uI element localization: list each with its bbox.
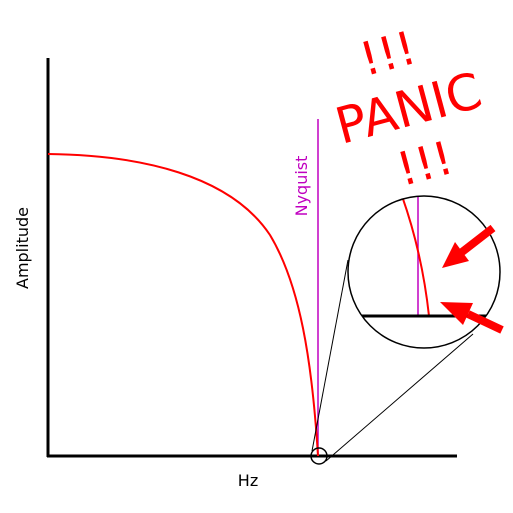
arrow-icon: [442, 224, 496, 268]
zoom-connector-left: [311, 259, 349, 452]
arrow-icon: [440, 302, 504, 334]
x-axis-label: Hz: [238, 471, 258, 490]
magnifier-circle: [347, 195, 501, 349]
y-axis-label: Amplitude: [13, 207, 32, 289]
magnifier-background: [348, 196, 500, 348]
magnifier-contents: [348, 196, 500, 318]
response-curve: [47, 153, 319, 457]
zoom-target-circle: [310, 447, 328, 465]
magnified-response-curve: [401, 196, 430, 317]
nyquist-label: Nyquist: [292, 156, 311, 217]
zoom-connector-right: [325, 333, 474, 462]
